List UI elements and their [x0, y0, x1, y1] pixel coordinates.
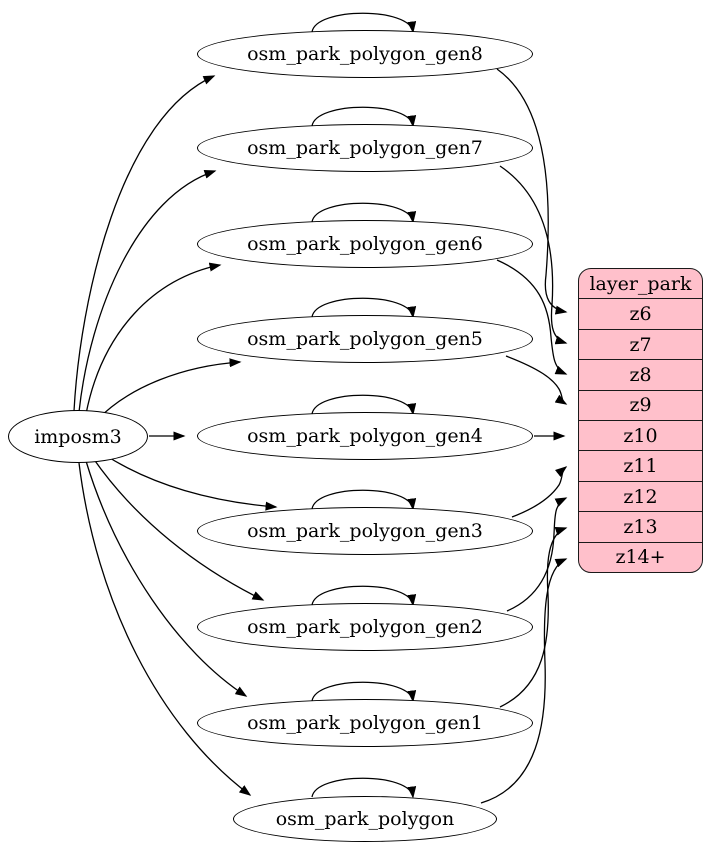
edge-osm-park-polygon-to-z14plus — [480, 558, 568, 804]
edge-osm-park-polygon-gen8-to-z6 — [496, 68, 568, 315]
node-osm-park-polygon-gen4: osm_park_polygon_gen4 — [197, 412, 533, 460]
edge-imposm3-to-osm-park-polygon-gen7 — [78, 169, 217, 413]
edge-imposm3-to-osm-park-polygon-gen5 — [96, 358, 242, 421]
layer-row-z11: z11 — [579, 451, 702, 482]
node-osm-park-polygon-gen3: osm_park_polygon_gen3 — [197, 507, 533, 555]
layer-row-z7: z7 — [579, 330, 702, 361]
edge-imposm3-to-osm-park-polygon-gen1 — [85, 460, 248, 697]
node-osm-park-polygon-gen7: osm_park_polygon_gen7 — [197, 124, 533, 172]
node-osm-park-polygon-gen8: osm_park_polygon_gen8 — [197, 30, 533, 78]
layer-row-z13: z13 — [579, 512, 702, 543]
layer-row-z9: z9 — [579, 391, 702, 422]
edge-osm-park-polygon-gen5-to-z9 — [505, 355, 568, 405]
layer-row-z8: z8 — [579, 360, 702, 391]
layer-row-z12: z12 — [579, 482, 702, 513]
edge-imposm3-to-osm-park-polygon-gen8 — [73, 75, 216, 412]
edge-osm-park-polygon-gen6-to-z8 — [496, 259, 568, 375]
node-osm-park-polygon-gen2: osm_park_polygon_gen2 — [197, 603, 533, 651]
node-osm-park-polygon-gen6: osm_park_polygon_gen6 — [197, 220, 533, 268]
node-osm-park-polygon-gen5: osm_park_polygon_gen5 — [197, 315, 533, 363]
edge-osm-park-polygon-gen3-to-z11 — [511, 466, 568, 518]
node-osm-park-polygon: osm_park_polygon — [233, 796, 497, 842]
layer-park-title: layer_park — [579, 269, 702, 300]
layer-row-z6: z6 — [579, 299, 702, 330]
edge-osm-park-polygon-gen2-to-z12 — [506, 497, 568, 612]
node-layer-park: layer_park z6 z7 z8 z9 z10 z11 z12 z13 z… — [578, 268, 703, 573]
layer-row-z10: z10 — [579, 421, 702, 452]
edge-osm-park-polygon-self-loop — [311, 777, 417, 799]
node-imposm3: imposm3 — [8, 410, 148, 463]
node-osm-park-polygon-gen1: osm_park_polygon_gen1 — [197, 699, 533, 747]
layer-row-z14plus: z14+ — [615, 546, 666, 569]
edge-imposm3-to-osm-park-polygon-gen3 — [101, 452, 278, 511]
